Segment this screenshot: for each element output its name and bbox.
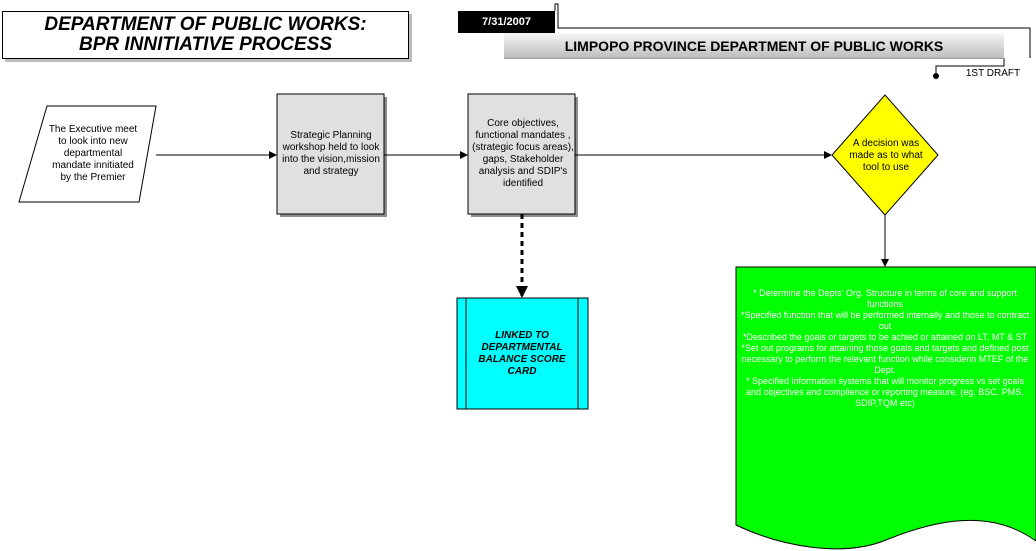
page-title-line1: DEPARTMENT OF PUBLIC WORKS: [44,14,367,35]
outcome-item: * Specified information systems that wil… [745,376,1025,408]
draft-bullet [933,73,939,79]
draft-label: 1ST DRAFT [965,68,1021,79]
core-objectives-label: Core objectives, functional mandates , (… [472,118,574,189]
outcomes-list: * Determine the Depts' Org. Structure in… [738,288,1032,458]
page-title-line2: BPR INNITIATIVE PROCESS [78,34,332,55]
linked-scorecard-label: LINKED TO DEPARTMENTAL BALANCE SCORE CAR… [478,330,566,377]
outcome-item: *Described the goals or targets to be ac… [742,332,1028,342]
page-title: DEPARTMENT OF PUBLIC WORKS: BPR INNITIAT… [2,11,409,59]
decision-label: A decision was made as to what tool to u… [849,138,923,173]
executive-meeting-shape [18,105,157,203]
draft-connector-line [935,58,1005,76]
linked-scorecard-shape [456,297,589,410]
outcome-item: *Set out programs for attaining those go… [741,343,1029,375]
strategic-planning-label: Strategic Planning workshop held to look… [282,130,380,177]
executive-meeting-label: The Executive meet to look into new depa… [48,124,138,183]
organization-banner: LIMPOPO PROVINCE DEPARTMENT OF PUBLIC WO… [504,33,1004,59]
header-bracket-line [554,3,1031,58]
outcome-item: * Determine the Depts' Org. Structure in… [753,288,1017,309]
outcome-item: *Specified function that will be perform… [740,310,1030,331]
outcomes-document-shape [735,266,1036,550]
strategic-planning-shape [276,93,385,215]
date-label: 7/31/2007 [458,11,555,33]
core-objectives-shape [467,93,576,215]
